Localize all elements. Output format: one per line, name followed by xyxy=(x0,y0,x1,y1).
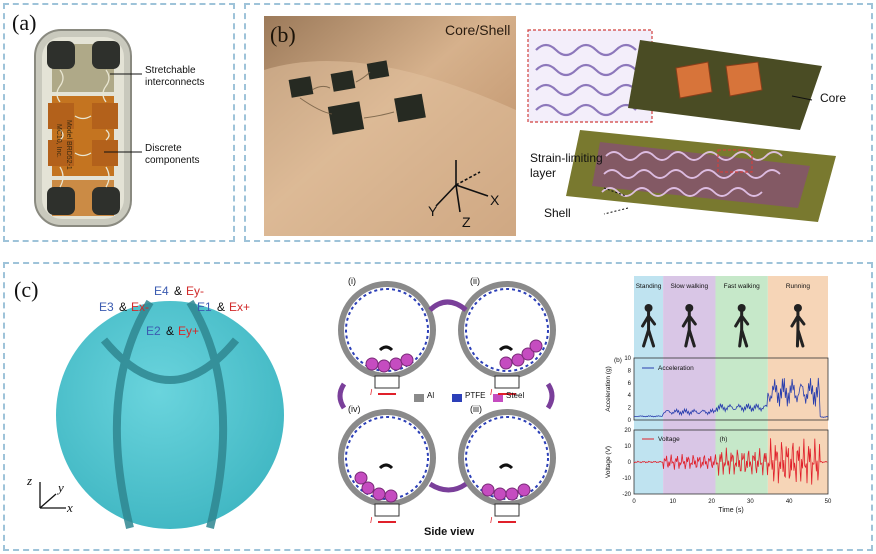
axis-x-small: x xyxy=(67,500,73,515)
acc-tick-3: 4 xyxy=(628,393,632,399)
amp4-label: & xyxy=(166,324,175,338)
state-iii-label: (iii) xyxy=(470,404,482,414)
strain-limiting-label: Strain-limiting xyxy=(530,151,603,165)
volt-tick-0: 20 xyxy=(624,428,631,434)
volt-tick-4: -20 xyxy=(622,492,631,498)
panel-c-label: (c) xyxy=(14,277,39,302)
amp1-label: & xyxy=(174,284,183,298)
figure-head-3 xyxy=(793,304,802,312)
current-label-4: I xyxy=(490,516,493,525)
sphere-illustration xyxy=(39,299,284,529)
axis-z-small: z xyxy=(27,473,33,488)
e1-label: E1 xyxy=(197,300,212,314)
amp3-label: & xyxy=(217,300,226,314)
figure-body-3 xyxy=(790,310,806,348)
axis-x-label: X xyxy=(490,192,500,208)
axis-y-small: y xyxy=(58,480,64,495)
figure-body-0 xyxy=(641,310,657,348)
figure-head-1 xyxy=(685,304,694,312)
volt-sub-label: (h) xyxy=(719,436,727,443)
legend-ptfe: PTFE xyxy=(465,391,486,400)
e3-label: E3 xyxy=(99,300,114,314)
e4-label: E4 xyxy=(154,284,169,298)
phase-label-1: Slow walking xyxy=(671,283,709,290)
xyz-axes-glyph xyxy=(435,160,489,213)
x-tick-2: 20 xyxy=(708,499,715,505)
exp-label: Ex+ xyxy=(229,300,251,314)
side-view-caption: Side view xyxy=(424,526,475,538)
panel-b-label: (b) xyxy=(270,22,296,47)
acc-tick-0: 10 xyxy=(624,356,631,362)
phase-label-3: Running xyxy=(786,283,811,290)
x-tick-5: 50 xyxy=(825,499,832,505)
volt-series-line xyxy=(633,438,828,485)
state-i-label: (i) xyxy=(348,276,356,286)
legend-al: Al xyxy=(427,391,435,400)
acc-tick-4: 2 xyxy=(628,406,632,412)
volt-tick-2: 0 xyxy=(628,460,632,466)
figure-body-2 xyxy=(734,310,750,348)
components-label: components xyxy=(145,155,200,166)
amp2-label: & xyxy=(119,300,128,314)
x-axis-label: Time (s) xyxy=(718,507,743,514)
shell-label: Shell xyxy=(544,206,571,220)
acc-plot-frame xyxy=(633,357,829,421)
current-label-3: I xyxy=(370,516,373,525)
side-view-diagram xyxy=(337,281,556,523)
figure-head-2 xyxy=(737,304,746,312)
acc-tick-5: 0 xyxy=(628,418,632,424)
legend-steel: Steel xyxy=(506,391,525,400)
core-shell-title: Core/Shell xyxy=(445,22,511,38)
device-board-illustration xyxy=(34,29,142,227)
phase-label-2: Fast walking xyxy=(724,283,761,290)
x-tick-1: 10 xyxy=(669,499,676,505)
volt-tick-1: 10 xyxy=(624,444,631,450)
acc-legend-label: Acceleration xyxy=(658,365,694,372)
figure-head-0 xyxy=(644,304,653,312)
state-ii-label: (ii) xyxy=(470,276,480,286)
e2-label: E2 xyxy=(146,324,161,338)
discrete-label: Discrete xyxy=(145,143,182,154)
panel-a-label: (a) xyxy=(12,10,37,35)
legend-swatches xyxy=(414,394,503,402)
x-tick-3: 30 xyxy=(747,499,754,505)
skin-device-photo xyxy=(264,16,836,236)
axis-z-label: Z xyxy=(462,214,471,230)
core-label: Core xyxy=(820,91,847,105)
acc-sub-label: (b) xyxy=(614,357,622,364)
acc-ylabel: Acceleration (g) xyxy=(605,366,612,412)
acc-tick-1: 8 xyxy=(628,368,632,374)
acc-series-line xyxy=(633,377,829,418)
phase-label-0: Standing xyxy=(636,283,662,290)
exm-label: Ex- xyxy=(131,300,149,314)
eyp-label: Ey+ xyxy=(178,324,200,338)
strain-layer-label: layer xyxy=(530,166,557,180)
current-label-1: I xyxy=(370,388,373,397)
x-tick-0: 0 xyxy=(632,499,636,505)
volt-tick-3: -10 xyxy=(622,476,631,482)
x-tick-4: 40 xyxy=(786,499,793,505)
eym-label: Ey- xyxy=(186,284,204,298)
interconnects-label: interconnects xyxy=(145,77,205,88)
activity-signal-chart: Standing Slow walking Fast walking Running (… xyxy=(605,276,832,514)
acc-tick-2: 6 xyxy=(628,381,632,387)
state-iv-label: (iv) xyxy=(348,404,361,414)
volt-legend-label: Voltage xyxy=(658,436,680,443)
current-label-2: I xyxy=(490,388,493,397)
figure-body-1 xyxy=(681,310,697,348)
axis-y-label: Y xyxy=(428,203,438,219)
volt-ylabel: Voltage (V) xyxy=(605,446,612,478)
stretchable-label: Stretchable xyxy=(145,65,196,76)
